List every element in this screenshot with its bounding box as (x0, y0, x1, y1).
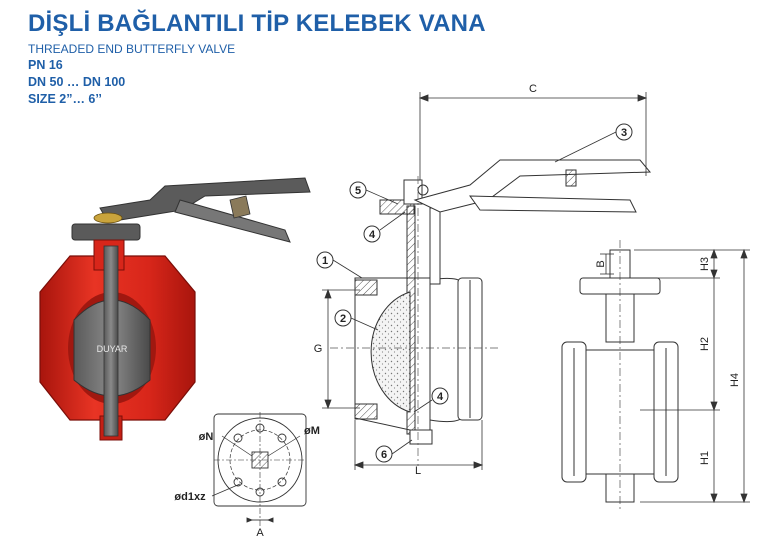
size-range: SIZE 2”… 6’’ (28, 92, 102, 106)
callout-1: 1 (316, 251, 363, 279)
dim-m-label: øM (304, 425, 320, 437)
callout-5: 5 (349, 181, 399, 205)
svg-text:4: 4 (437, 391, 444, 403)
section-view (330, 159, 652, 466)
dimension-l (353, 420, 484, 470)
svg-text:1: 1 (322, 255, 328, 267)
dim-a-label: A (256, 527, 264, 539)
svg-text:5: 5 (355, 185, 361, 197)
dim-h4-label: H4 (729, 373, 741, 387)
svg-text:3: 3 (621, 127, 627, 139)
valve-render: DUYAR (39, 177, 311, 441)
dim-h1-label: H1 (699, 451, 711, 465)
pressure-rating: PN 16 (28, 58, 63, 72)
dimension-g (322, 288, 360, 410)
svg-text:6: 6 (381, 449, 387, 461)
dim-h2-label: H2 (699, 337, 711, 351)
dn-range: DN 50 … DN 100 (28, 75, 126, 89)
svg-text:4: 4 (369, 229, 376, 241)
dim-c-label: C (529, 83, 537, 95)
callout-3: 3 (554, 123, 633, 163)
dim-h3-label: H3 (699, 257, 711, 271)
dim-n-label: øN (199, 431, 214, 443)
dim-g-label: G (314, 343, 323, 355)
dim-b-label: B (595, 260, 607, 267)
callout-6: 6 (375, 439, 413, 463)
page-title: DİŞLİ BAĞLANTILI TİP KELEBEK VANA (28, 10, 486, 37)
dimension-c (418, 92, 648, 180)
dim-d1-label: ød1xz (174, 491, 206, 503)
callout-4-upper: 4 (363, 211, 406, 243)
brand-label: DUYAR (97, 344, 128, 354)
svg-text:2: 2 (340, 313, 346, 325)
flange-view (211, 412, 307, 528)
page-subtitle: THREADED END BUTTERFLY VALVE (28, 42, 236, 56)
callout-2: 2 (334, 309, 379, 331)
side-view (561, 240, 679, 510)
dim-l-label: L (415, 465, 421, 477)
dimension-b (600, 253, 614, 275)
callout-4-lower: 4 (413, 387, 449, 413)
dimension-h-set (634, 248, 750, 504)
